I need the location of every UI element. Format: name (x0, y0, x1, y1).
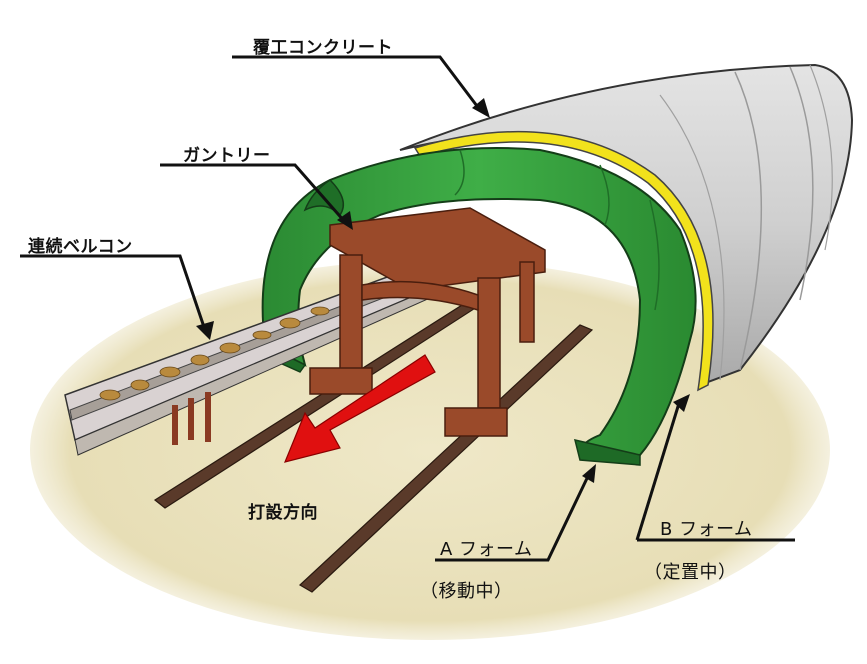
label-form-a: A フォーム (440, 539, 533, 560)
conveyor-post (188, 398, 194, 440)
belt-conveyor (64, 264, 431, 456)
leader-conveyor (20, 254, 207, 331)
leader-lining-arrowhead (472, 98, 490, 118)
rails (153, 299, 594, 593)
label-belt-conveyor: 連続ベルコン (28, 237, 133, 257)
conveyor-post (172, 405, 178, 445)
leader-lining (232, 55, 482, 111)
leader-form-a (435, 471, 592, 562)
leader-form-b-up (635, 399, 682, 541)
leader-lines (20, 55, 795, 562)
leader-conveyor-arrowhead (196, 321, 214, 340)
leader-form-a-arrowhead (582, 464, 596, 483)
leader-gantry-arrowhead (337, 211, 353, 230)
label-gantry: ガントリー (183, 146, 271, 166)
label-lining-concrete: 覆工コンクリート (253, 38, 393, 58)
label-form-b: B フォーム (660, 519, 753, 540)
conveyor-rocks (99, 283, 389, 401)
label-form-a-status: （移動中） (420, 581, 513, 602)
label-casting-direction: 打設方向 (248, 503, 318, 523)
conveyor-post (205, 392, 211, 442)
gantry-frame (309, 207, 546, 437)
leader-gantry (160, 163, 347, 223)
leader-form-b-arrowhead (673, 394, 690, 412)
label-form-b-status: （定置中） (644, 562, 737, 583)
form-b-yellow-band (413, 130, 714, 392)
casting-direction-arrow (283, 354, 436, 463)
